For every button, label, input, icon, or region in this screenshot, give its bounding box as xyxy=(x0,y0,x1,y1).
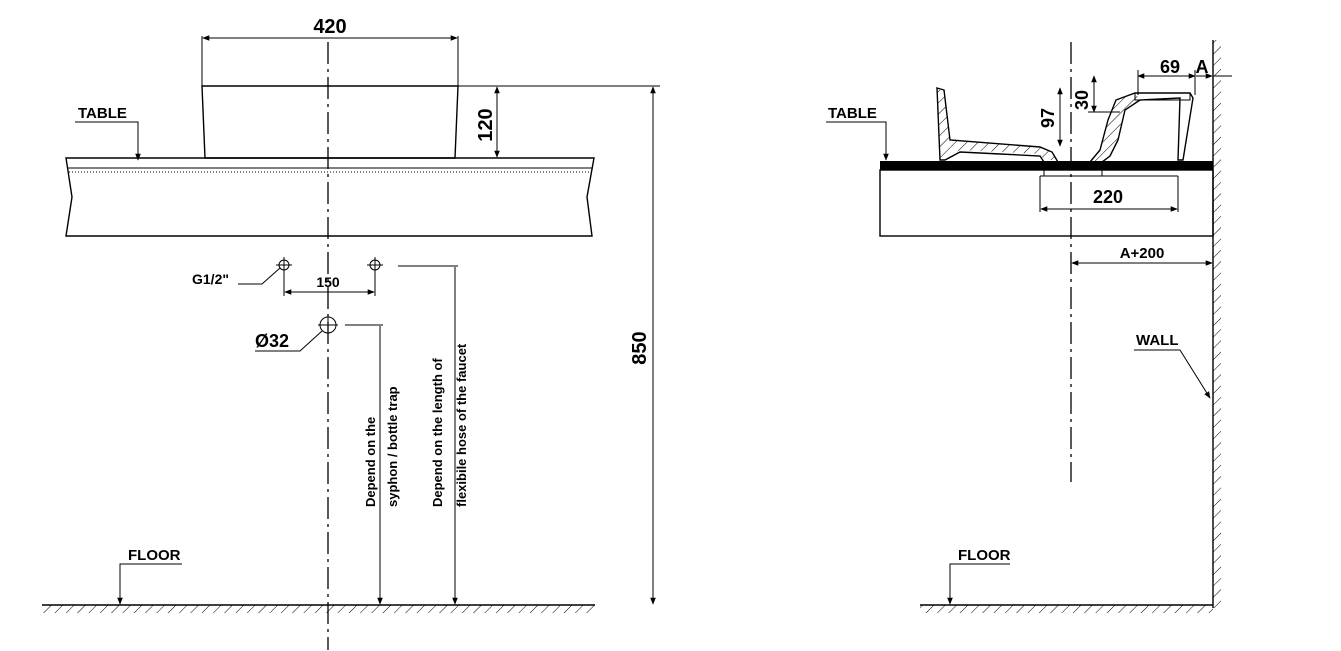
side-floor-hatch xyxy=(920,605,1213,613)
side-dim-A: A xyxy=(1196,57,1209,77)
side-wall-leader xyxy=(1134,349,1211,399)
side-dim-30: 30 xyxy=(1072,90,1092,110)
side-floor-leader xyxy=(947,563,1010,605)
front-label-supply: G1/2" xyxy=(192,271,229,287)
front-label-table: TABLE xyxy=(78,105,127,122)
front-basin-outline xyxy=(201,85,459,159)
front-note-hose-1: Depend on the length of xyxy=(430,358,445,507)
front-dim-width: 420 xyxy=(313,16,346,38)
front-supply-fitting-left xyxy=(276,257,292,273)
side-basin-drain-hatch xyxy=(1090,93,1140,162)
side-label-floor: FLOOR xyxy=(958,547,1011,564)
side-faucet-deck xyxy=(1134,92,1191,101)
front-note-syphon-2: syphon / bottle trap xyxy=(385,386,400,507)
side-label-wall: WALL xyxy=(1136,332,1179,349)
side-basin-section xyxy=(936,87,1194,163)
front-supply-fitting-right xyxy=(367,257,383,273)
side-dim-A-plus-200: A+200 xyxy=(1120,245,1165,262)
front-floor-leader xyxy=(117,563,182,605)
front-view: 420 120 TABLE 850 G1/2" 150 xyxy=(42,16,660,650)
side-basin-inner-hatch xyxy=(937,90,1058,160)
front-table-leader xyxy=(75,121,141,161)
side-table-leader xyxy=(826,121,889,161)
front-label-floor: FLOOR xyxy=(128,547,181,564)
front-note-syphon-1: Depend on the xyxy=(363,417,378,507)
front-dim-total-height: 850 xyxy=(629,331,651,364)
side-label-table: TABLE xyxy=(828,105,877,122)
side-dim-69: 69 xyxy=(1160,57,1180,77)
front-dim-supply-spacing: 150 xyxy=(316,274,340,290)
front-note-hose-2: flexibile hose of the faucet xyxy=(454,343,469,507)
front-table xyxy=(65,157,595,237)
side-dim-220: 220 xyxy=(1093,187,1123,207)
front-floor-hatch xyxy=(42,605,595,613)
side-countertop-black xyxy=(880,161,1213,170)
front-supply-leader xyxy=(238,267,281,285)
side-table-body xyxy=(879,169,1214,237)
front-drain-leader xyxy=(255,330,323,352)
front-label-drain: Ø32 xyxy=(255,331,289,351)
front-dim-basin-height: 120 xyxy=(475,108,497,141)
side-view: TABLE 97 30 69 A 220 A+200 WALL FLOOR xyxy=(826,40,1232,613)
side-dim-97: 97 xyxy=(1038,108,1058,128)
side-wall-hatch xyxy=(1213,40,1221,608)
